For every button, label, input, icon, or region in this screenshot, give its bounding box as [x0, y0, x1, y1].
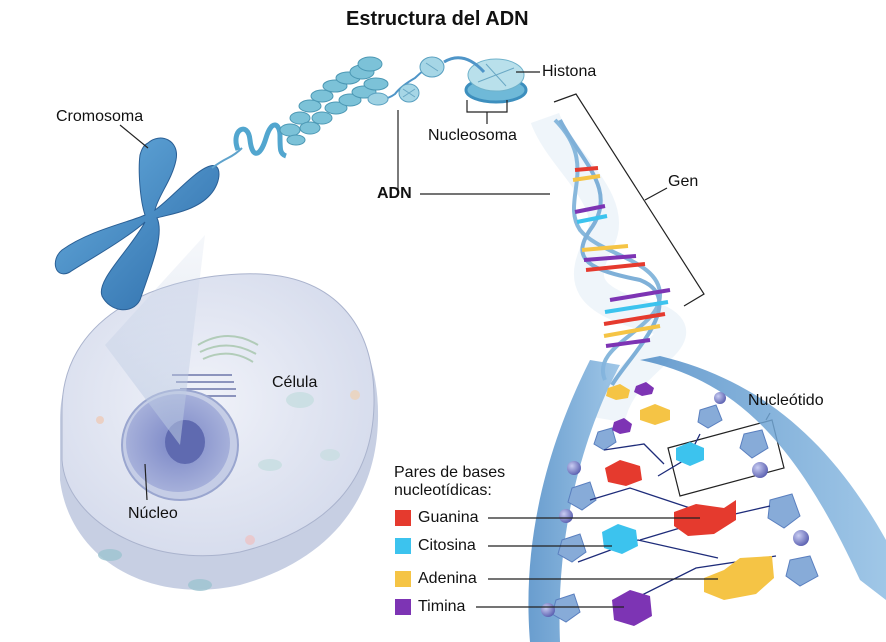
diagram-title: Estructura del ADN [346, 8, 529, 30]
label-celula: Célula [272, 374, 318, 391]
legend-label: Guanina [418, 509, 479, 526]
legend-label: Adenina [418, 570, 477, 587]
dna-closeup [528, 356, 886, 642]
label-histona: Histona [542, 63, 597, 80]
chromosome [54, 137, 220, 311]
legend-heading-line1: Pares de bases [394, 464, 506, 481]
legend-heading-line2: nucleotídicas: [394, 482, 492, 499]
swatch-guanina [395, 510, 411, 526]
sugar-groups [551, 404, 819, 623]
cell [60, 273, 379, 591]
legend-label: Timina [418, 598, 466, 615]
label-nucleo: Núcleo [128, 505, 178, 522]
nucleosome-small [398, 56, 445, 103]
legend-leader-lines [476, 517, 718, 608]
label-cromosoma: Cromosoma [56, 108, 144, 125]
label-nucleosoma: Nucleosoma [428, 127, 517, 144]
dna-helix [530, 112, 686, 424]
helix-base-pairs [572, 166, 671, 348]
legend-label: Citosina [418, 537, 476, 554]
leader-lines [119, 71, 785, 501]
swatch-adenina [395, 571, 411, 587]
label-gen: Gen [668, 173, 699, 190]
chromatin-fiber [279, 56, 389, 146]
dna-fiber [211, 147, 243, 169]
golgi-apparatus [197, 335, 259, 363]
swatch-citosina [395, 538, 411, 554]
swatch-timina [395, 599, 411, 615]
zoom-cone [105, 235, 205, 445]
phosphate-groups [541, 392, 809, 617]
histone [443, 56, 528, 104]
label-adn: ADN [377, 185, 412, 202]
base-shapes [602, 382, 774, 626]
label-nucleotido: Nucleótido [748, 392, 824, 409]
chromatin-loop [233, 122, 287, 159]
